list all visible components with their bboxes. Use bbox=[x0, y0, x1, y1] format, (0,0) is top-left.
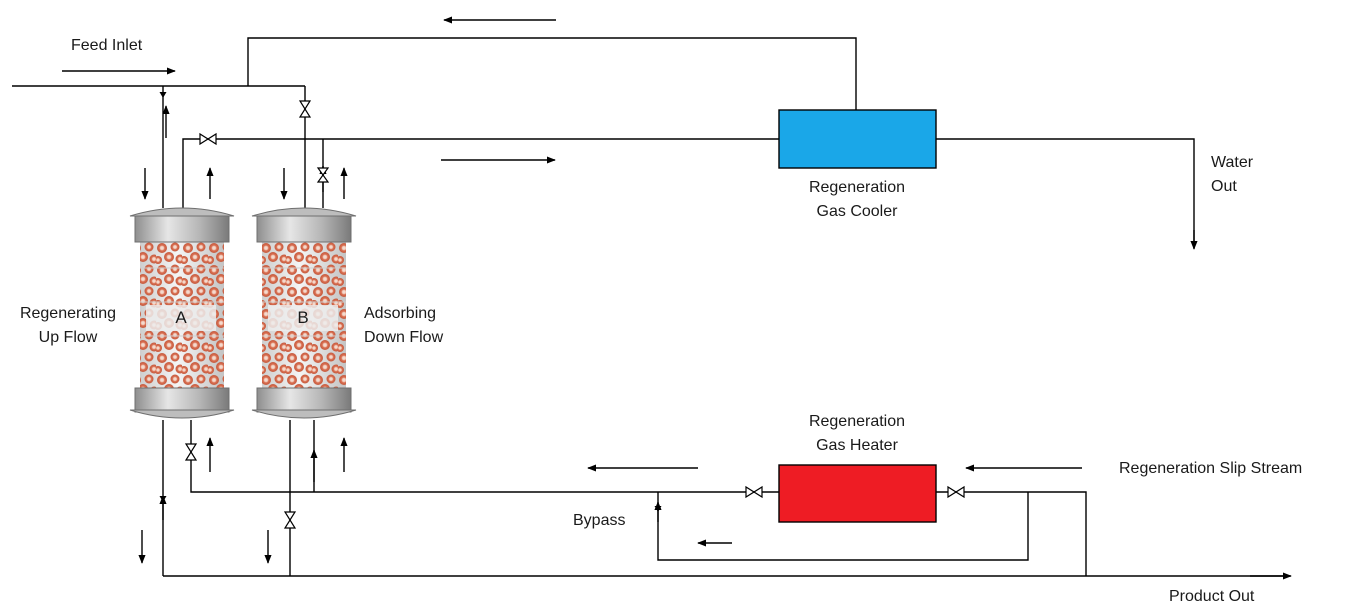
valve-b-top bbox=[298, 100, 312, 118]
regenerating-line-1: Regenerating bbox=[19, 305, 117, 322]
heater-label-line-2: Gas Heater bbox=[816, 437, 898, 454]
heater-inlet-pipe bbox=[936, 491, 1087, 576]
vessel-a-label: A bbox=[175, 308, 187, 327]
valve-regen-line bbox=[199, 132, 217, 146]
regenerating-line-2: Up Flow bbox=[38, 329, 98, 346]
junction-arrow-a-top bbox=[159, 92, 167, 98]
junction-arrow-bypass bbox=[654, 506, 662, 512]
vessel-b-bottom-rim bbox=[251, 409, 357, 419]
cooler-label-line-1: Regeneration bbox=[808, 179, 906, 196]
piping bbox=[12, 37, 1290, 577]
vessel-a-label-box bbox=[146, 305, 216, 331]
water-out-label: Water Out bbox=[1211, 151, 1253, 199]
valve-b-branch bbox=[316, 167, 330, 183]
water-out-pipe bbox=[936, 138, 1195, 248]
heater-label: Regeneration Gas Heater bbox=[784, 410, 930, 458]
flow-arrows bbox=[62, 16, 1292, 580]
product-out-label: Product Out bbox=[1169, 588, 1255, 605]
adsorbing-label: Adsorbing Down Flow bbox=[364, 302, 443, 350]
slip-stream-label: Regeneration Slip Stream bbox=[1119, 460, 1303, 477]
junction-arrow-a-bottom bbox=[159, 496, 167, 502]
vessel-a-bottom-cap bbox=[134, 387, 230, 413]
adsorbing-line-1: Adsorbing bbox=[364, 305, 437, 322]
vessel-a-branch-pipe bbox=[190, 420, 779, 493]
junction-markers bbox=[159, 92, 662, 512]
valves bbox=[184, 100, 965, 529]
vessel-b-bottom-cap bbox=[256, 387, 352, 413]
vessel-b-label: B bbox=[297, 308, 309, 327]
vessel-a-bottom-rim bbox=[129, 409, 235, 419]
regen-to-cooler-pipe bbox=[182, 138, 779, 208]
vessel-a bbox=[129, 207, 235, 419]
water-out-line-2: Out bbox=[1211, 178, 1237, 195]
vessel-b-top-rim bbox=[251, 207, 357, 217]
valve-a-bottom bbox=[184, 443, 198, 461]
valve-heater-inlet bbox=[947, 485, 965, 499]
bypass-pipe bbox=[657, 492, 1029, 561]
heater-label-line-1: Regeneration bbox=[808, 413, 906, 430]
valve-b-bottom bbox=[283, 511, 297, 529]
vessel-a-top-rim bbox=[129, 207, 235, 217]
feed-inlet-label: Feed Inlet bbox=[71, 37, 143, 54]
vessel-b-top-cap bbox=[256, 214, 352, 243]
regenerating-label: Regenerating Up Flow bbox=[4, 302, 132, 350]
regeneration-gas-heater bbox=[778, 464, 937, 523]
cooler-label: Regeneration Gas Cooler bbox=[784, 176, 930, 224]
vessel-b-label-box bbox=[268, 305, 338, 331]
bypass-label: Bypass bbox=[573, 512, 626, 529]
vessel-b bbox=[251, 207, 357, 419]
water-out-line-1: Water bbox=[1211, 154, 1254, 171]
adsorbing-line-2: Down Flow bbox=[364, 329, 444, 346]
valve-heater-outlet bbox=[745, 485, 763, 499]
regeneration-gas-cooler bbox=[778, 109, 937, 169]
cooler-label-line-2: Gas Cooler bbox=[816, 203, 898, 220]
vessel-a-top-cap bbox=[134, 214, 230, 243]
recycle-top-pipe bbox=[247, 37, 857, 110]
